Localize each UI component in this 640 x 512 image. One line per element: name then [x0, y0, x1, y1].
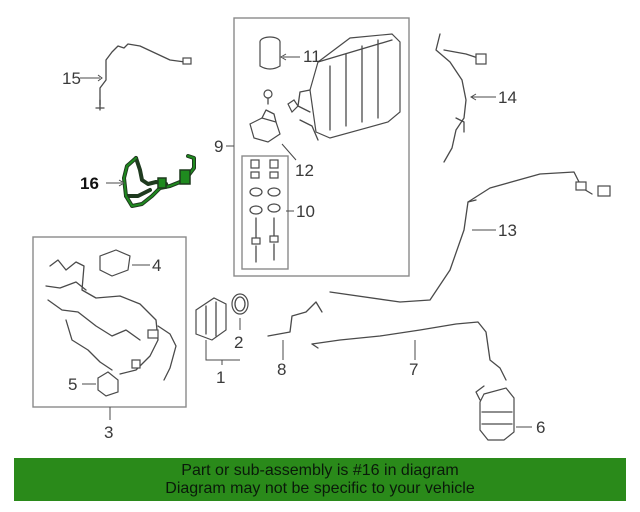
callout-10: 10 — [296, 202, 315, 221]
part-13-tube[interactable] — [329, 171, 611, 303]
banner-line-2: Diagram may not be specific to your vehi… — [165, 480, 475, 497]
part-15-sensor-harness[interactable] — [95, 43, 192, 111]
callout-7: 7 — [409, 360, 418, 379]
info-banner: Part or sub-assembly is #16 in diagram D… — [14, 458, 626, 501]
callout-14: 14 — [498, 88, 517, 107]
callout-5: 5 — [68, 375, 77, 394]
part-6-pump[interactable] — [475, 385, 515, 441]
part-12-purge-valve[interactable] — [249, 109, 281, 143]
callout-12: 12 — [295, 161, 314, 180]
callout-13: 13 — [498, 221, 517, 240]
callout-4: 4 — [152, 256, 161, 275]
part-16-oxygen-sensor[interactable] — [122, 154, 196, 208]
part-5-bracket[interactable] — [97, 371, 119, 397]
part-8-tube[interactable] — [267, 301, 323, 337]
callout-15: 15 — [62, 69, 81, 88]
callout-3: 3 — [104, 423, 113, 442]
banner-line-1: Part or sub-assembly is #16 in diagram — [181, 462, 459, 479]
part-3-harness[interactable] — [45, 259, 177, 381]
callout-6: 6 — [536, 418, 545, 437]
part-1-module[interactable] — [195, 297, 227, 341]
callout-11: 11 — [303, 47, 321, 66]
part-2-ring[interactable] — [231, 293, 249, 315]
group-10-frame — [241, 155, 289, 270]
part-4-sensor[interactable] — [99, 249, 131, 277]
callout-2: 2 — [234, 333, 243, 352]
part-11-cap[interactable] — [259, 36, 281, 70]
callout-8: 8 — [277, 360, 286, 379]
part-10-hardware[interactable] — [249, 159, 281, 263]
part-14-hose[interactable] — [435, 33, 487, 163]
part-9-canister[interactable] — [263, 33, 401, 141]
callout-16: 16 — [80, 174, 99, 193]
group-9-frame — [233, 17, 410, 277]
callout-9: 9 — [214, 137, 223, 156]
callout-1: 1 — [216, 368, 225, 387]
part-7-line[interactable] — [311, 321, 507, 381]
callout-leaders — [80, 53, 532, 428]
